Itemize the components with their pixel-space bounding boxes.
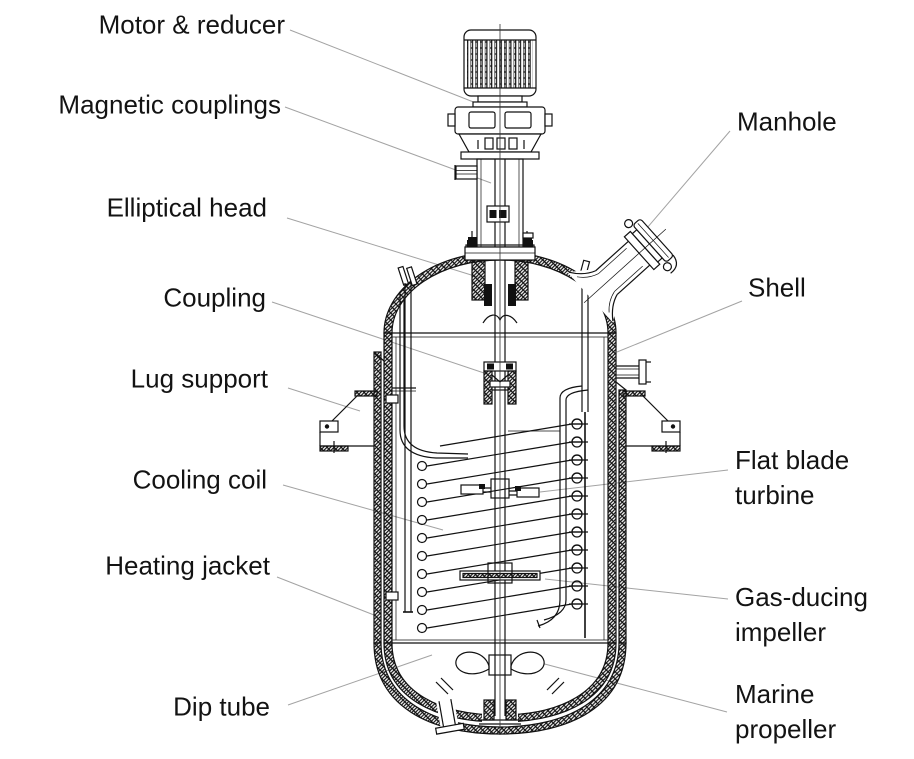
label-heating-jacket: Heating jacket (105, 550, 270, 581)
leader-lines (271, 29, 743, 713)
label-coupling: Coupling (163, 282, 266, 313)
label-lug-support: Lug support (130, 363, 268, 394)
label-motor-reducer: Motor & reducer (98, 9, 285, 40)
label-magnetic-couplings: Magnetic couplings (58, 89, 281, 120)
label-manhole: Manhole (737, 106, 837, 137)
label-flat-blade-turbine: Flat blade turbine (735, 445, 850, 510)
label-shell: Shell (748, 272, 806, 303)
dip-tube (399, 283, 469, 613)
manhole (567, 219, 677, 323)
label-elliptical-head: Elliptical head (106, 192, 267, 223)
lug-support-left (319, 390, 378, 453)
label-gas-ducing-impeller: Gas-ducing impeller (735, 582, 868, 647)
label-cooling-coil: Cooling coil (132, 464, 267, 495)
cooling-coil (416, 412, 589, 638)
drain-nozzle (434, 696, 465, 735)
label-marine-propeller: Marine propeller (735, 679, 837, 744)
label-dip-tube: Dip tube (173, 691, 270, 722)
marine-propeller (455, 651, 545, 676)
tube-clamps (385, 259, 591, 601)
side-nozzle (616, 359, 651, 385)
lug-support-right (622, 390, 681, 453)
gas-pipe (536, 272, 589, 629)
